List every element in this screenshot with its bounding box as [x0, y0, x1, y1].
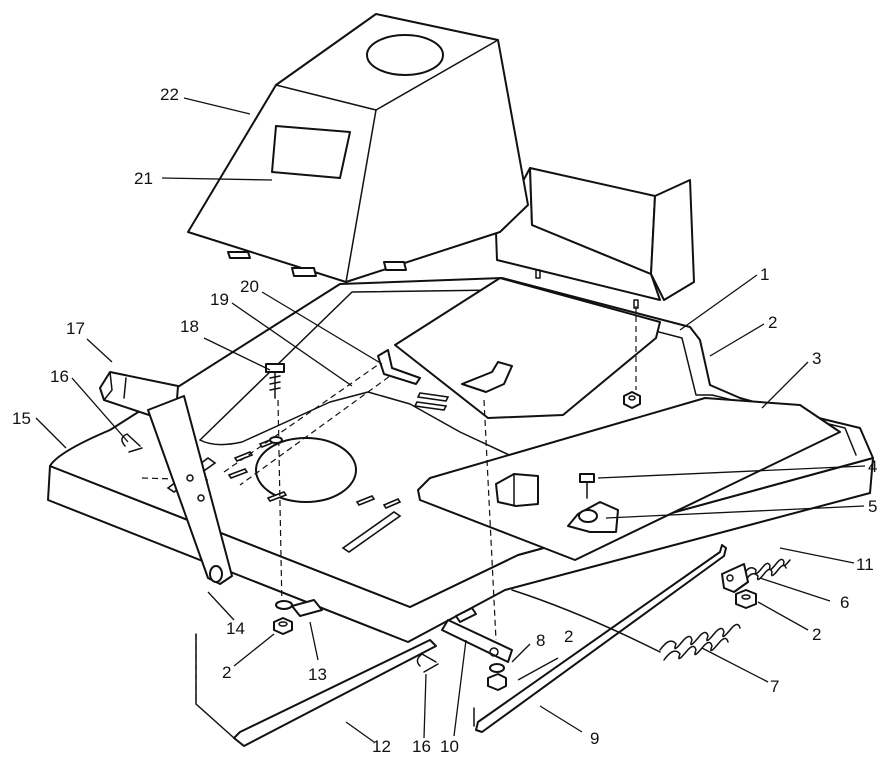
- leader-lines: [35, 97, 866, 743]
- callout-20: 20: [240, 277, 259, 296]
- callout-14: 14: [226, 619, 245, 638]
- callout-2: 2: [222, 663, 231, 682]
- callout-15: 15: [12, 409, 31, 428]
- callout-7: 7: [770, 677, 779, 696]
- hex-nut: [735, 589, 757, 609]
- clamp-bracket: [291, 599, 323, 617]
- slot: [341, 511, 402, 553]
- callout-2: 2: [768, 313, 777, 332]
- callout-2: 2: [564, 627, 573, 646]
- callout-18: 18: [180, 317, 199, 336]
- callout-22: 22: [160, 85, 179, 104]
- callout-11: 11: [856, 555, 874, 574]
- callout-13: 13: [308, 665, 327, 684]
- callout-16: 16: [412, 737, 431, 756]
- callout-8: 8: [536, 631, 545, 650]
- callout-12: 12: [372, 737, 391, 756]
- callout-6: 6: [840, 593, 849, 612]
- control-rod: [195, 399, 727, 747]
- callout-16: 16: [50, 367, 69, 386]
- callout-19: 19: [210, 290, 229, 309]
- tab-bracket: [377, 349, 513, 393]
- callout-9: 9: [590, 729, 599, 748]
- callout-2: 2: [812, 625, 821, 644]
- cover-opening: [366, 34, 444, 76]
- slot: [416, 392, 450, 402]
- callout-4: 4: [868, 457, 877, 476]
- cover-window: [271, 125, 351, 179]
- bolt: [265, 363, 285, 609]
- pedal-assembly: [99, 371, 233, 585]
- washer-plate: [567, 473, 619, 533]
- hex-nut: [535, 269, 641, 409]
- seat-back: [495, 167, 695, 301]
- callout-17: 17: [66, 319, 85, 338]
- callout-21: 21: [134, 169, 153, 188]
- callout-labels: 1 2 3 4 5 11 6 2 7 2 8 9 10 16 12 13 2 1…: [12, 85, 877, 756]
- slot: [413, 401, 448, 411]
- callout-10: 10: [440, 737, 459, 756]
- stop-block: [495, 473, 539, 507]
- hex-nut: [273, 600, 293, 635]
- control-cover: [187, 13, 529, 283]
- callout-3: 3: [812, 349, 821, 368]
- spring: [511, 589, 741, 661]
- callout-1: 1: [760, 265, 769, 284]
- spring: [743, 558, 791, 581]
- callout-5: 5: [868, 497, 877, 516]
- bracket: [721, 563, 749, 593]
- panel-opening: [255, 437, 357, 503]
